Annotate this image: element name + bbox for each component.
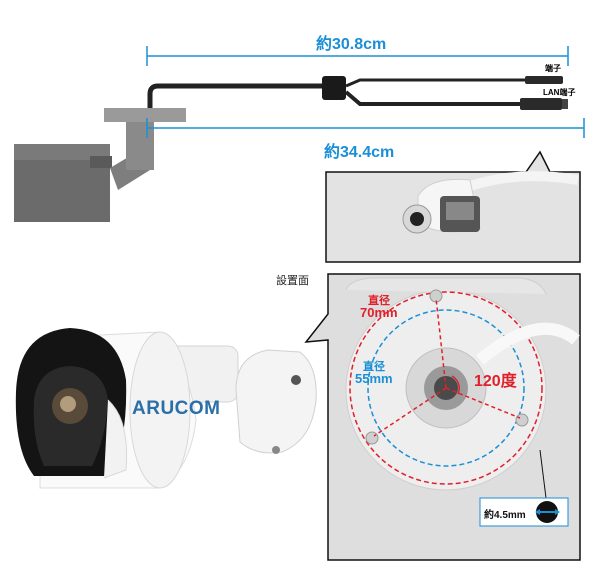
camera-side-silhouette xyxy=(14,108,186,222)
lan-port-label: LAN端子 xyxy=(543,88,576,97)
dimension-line-total xyxy=(146,118,585,138)
angle-label: 120度 xyxy=(474,373,517,390)
dimension-total-label: 約34.4cm xyxy=(324,144,395,161)
dimension-line-cable xyxy=(146,46,569,66)
camera-illustration xyxy=(15,273,581,561)
mount-callout xyxy=(304,273,581,561)
dimension-cable-label: 約30.8cm xyxy=(316,36,387,53)
brand-logo: ARUCOM xyxy=(132,398,221,419)
mount-surface-label: 設置面 xyxy=(276,275,309,287)
cable-diagram xyxy=(14,46,585,263)
outer-diameter-label-2: 70mm xyxy=(360,305,398,320)
hole-size-label: 約4.5mm xyxy=(484,510,526,521)
cable-line xyxy=(147,76,568,110)
inner-diameter-label-2: 55mm xyxy=(355,371,393,386)
camera-lens-hood xyxy=(15,328,128,479)
outer-diameter-label-1: 直径 xyxy=(368,295,390,307)
inner-diameter-label-1: 直径 xyxy=(363,361,385,373)
connector-callout xyxy=(325,150,581,263)
port-label: 端子 xyxy=(545,64,561,73)
